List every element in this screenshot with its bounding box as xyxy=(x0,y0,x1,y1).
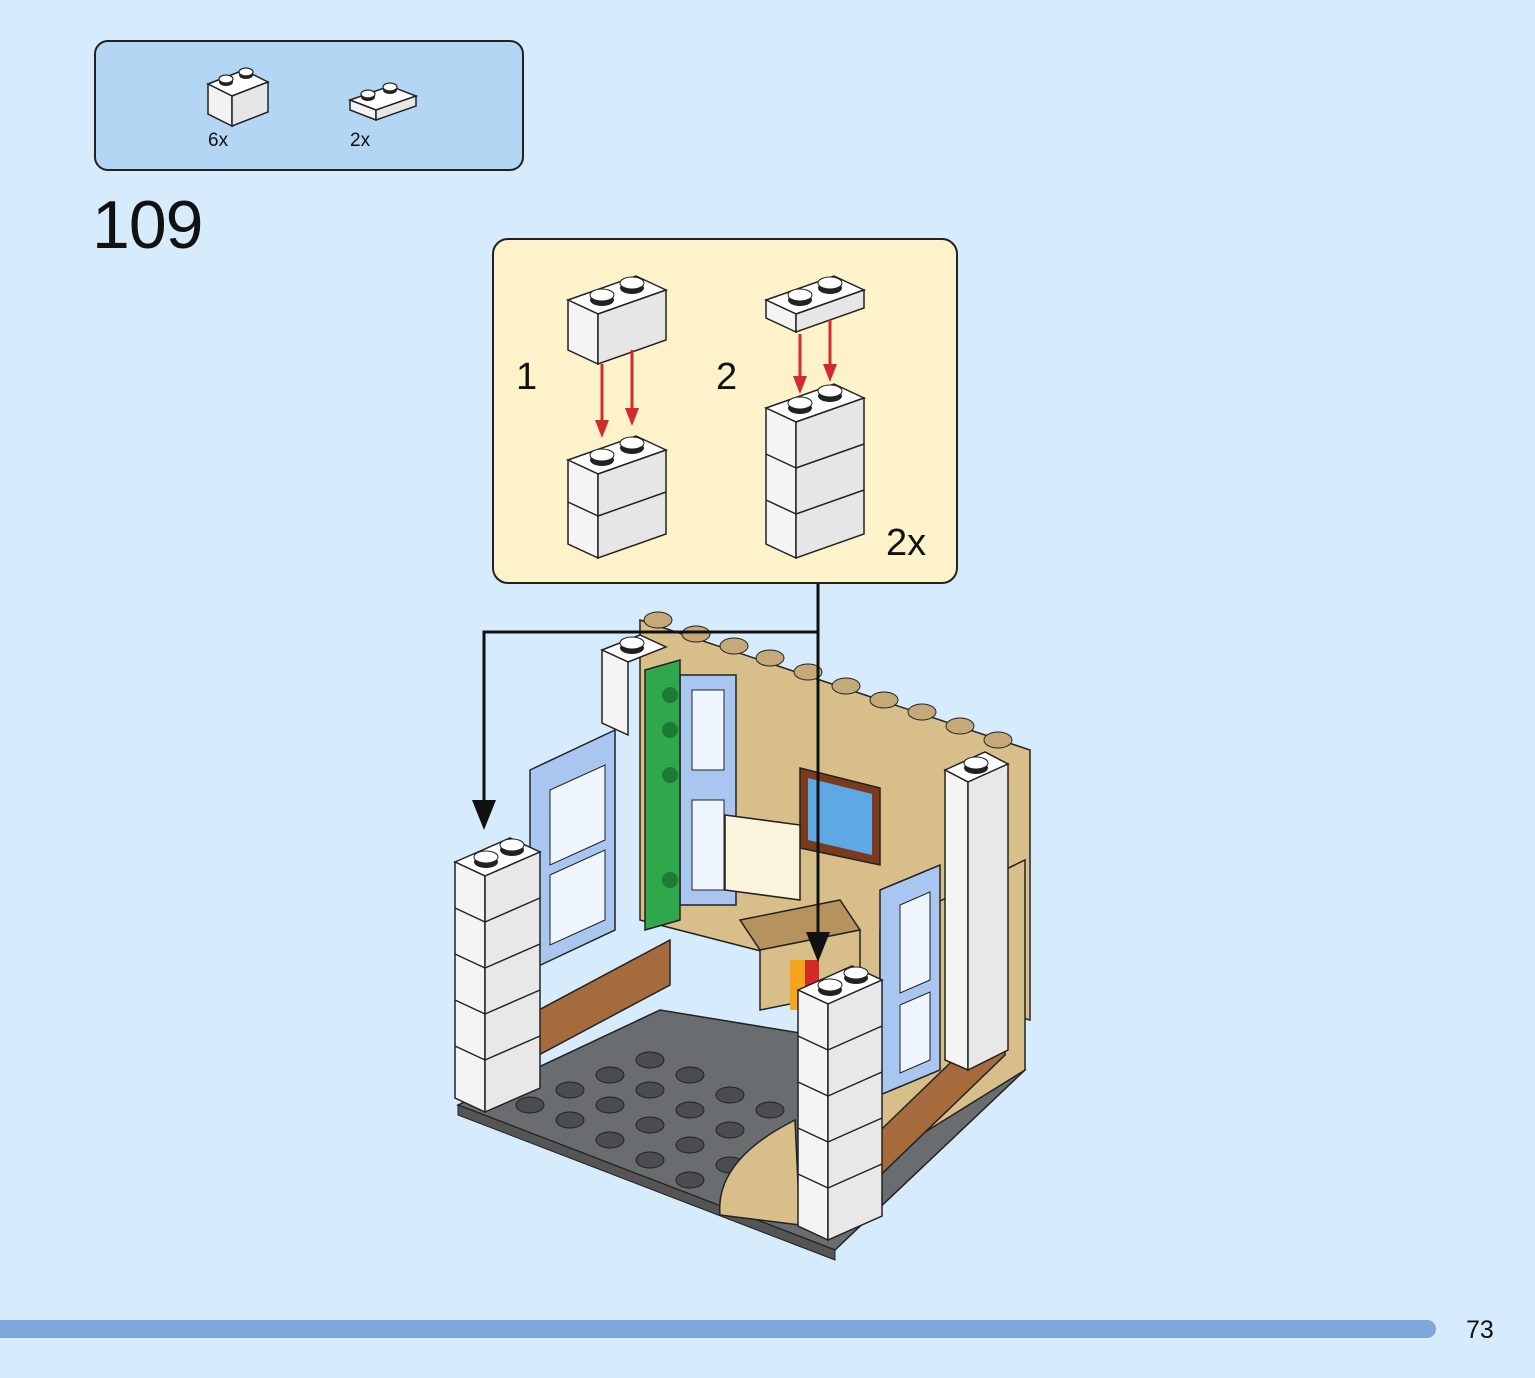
sub-step-2-illustration xyxy=(764,275,866,560)
sub-step-number: 2 xyxy=(716,356,738,398)
brick-1x2-icon xyxy=(206,67,270,128)
part-quantity: 6x xyxy=(208,130,229,151)
sub-step-number: 1 xyxy=(516,356,538,398)
sub-assembly-multiplier: 2x xyxy=(886,522,927,564)
plate-1x2-icon xyxy=(347,82,418,122)
parts-list-box: 6x 2x xyxy=(94,40,524,171)
part-quantity: 2x xyxy=(350,130,371,151)
progress-bar xyxy=(0,1320,1436,1338)
sub-step-1-illustration xyxy=(566,275,668,560)
part-brick-1x2: 6x xyxy=(202,62,272,151)
model-illustration xyxy=(453,611,1031,1261)
page-number: 73 xyxy=(1466,1316,1494,1344)
step-number: 109 xyxy=(92,187,203,263)
part-plate-1x2: 2x xyxy=(346,78,418,151)
sub-assembly-box: 1 2 xyxy=(492,238,958,584)
